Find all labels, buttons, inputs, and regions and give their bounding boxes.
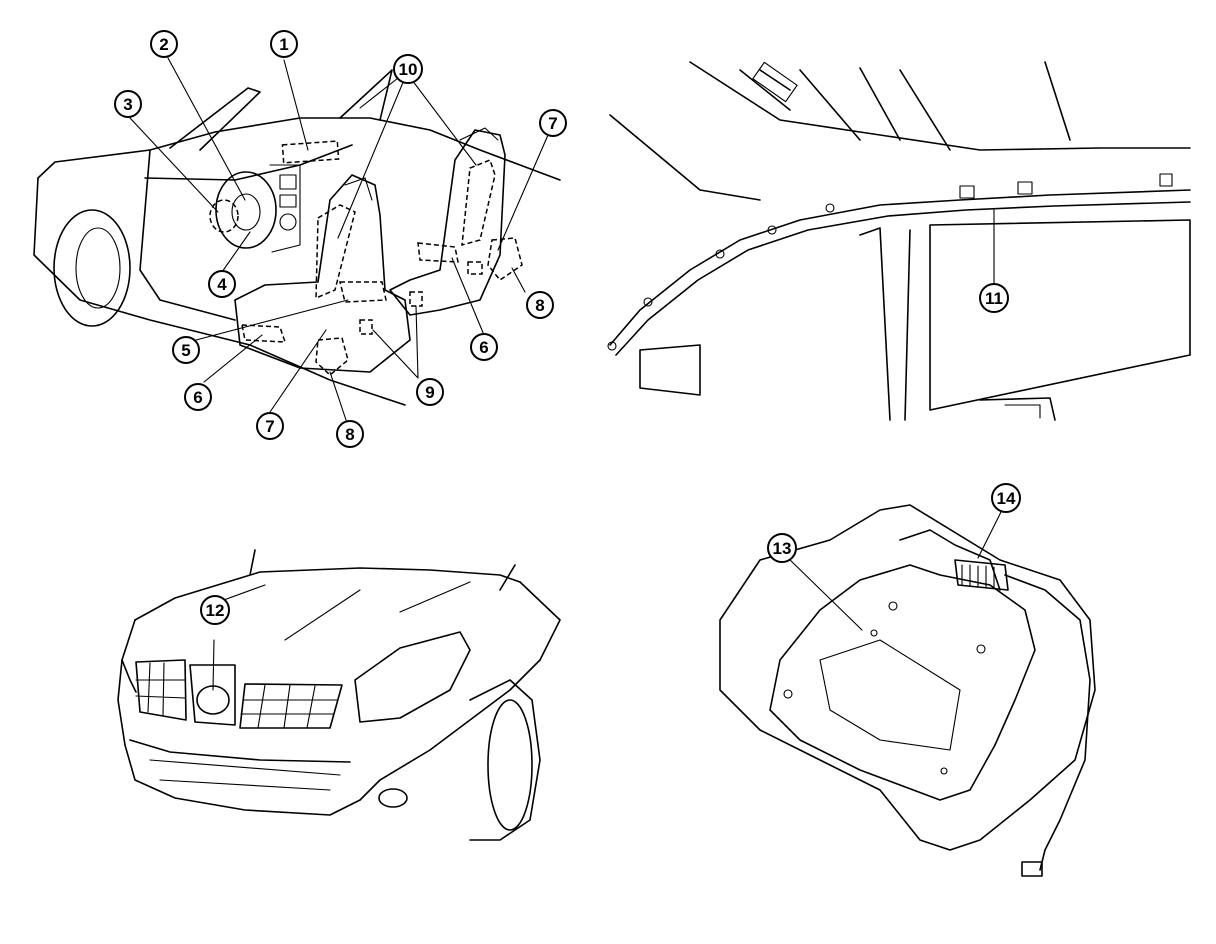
callout-2: 2 (150, 30, 178, 58)
callout-14: 14 (991, 483, 1021, 513)
callout-4: 4 (208, 270, 236, 298)
callout-7-left-label: 7 (265, 417, 274, 436)
callout-8-right-label: 8 (535, 296, 544, 315)
callout-7-right: 7 (539, 109, 567, 137)
front-exterior-view (117, 549, 561, 841)
callout-6-right: 6 (470, 333, 498, 361)
callout-2-label: 2 (159, 35, 168, 54)
callout-8-right: 8 (526, 291, 554, 319)
callout-12-label: 12 (206, 601, 225, 620)
callout-3: 3 (114, 90, 142, 118)
callout-11-label: 11 (985, 289, 1003, 308)
callout-7-left: 7 (256, 412, 284, 440)
callout-14-label: 14 (997, 489, 1016, 508)
callout-6-left: 6 (184, 383, 212, 411)
callout-1-label: 1 (279, 35, 288, 54)
callout-6-right-label: 6 (479, 338, 488, 357)
callout-1: 1 (270, 30, 298, 58)
callout-3-label: 3 (123, 95, 132, 114)
callout-10-label: 10 (399, 60, 418, 79)
callout-9: 9 (416, 378, 444, 406)
callout-9-label: 9 (425, 383, 434, 402)
callout-13: 13 (767, 533, 797, 563)
callout-8-left: 8 (336, 420, 364, 448)
callout-11: 11 (979, 283, 1009, 313)
callout-8-left-label: 8 (345, 425, 354, 444)
seat-occupant-sensor-view (719, 504, 1096, 877)
callout-4-label: 4 (217, 275, 227, 294)
callout-10: 10 (393, 54, 423, 84)
callout-6-left-label: 6 (193, 388, 202, 407)
callout-5-label: 5 (181, 341, 190, 360)
interior-cutaway-view (33, 57, 561, 421)
roof-curtain-airbag-view (607, 61, 1191, 421)
callout-5: 5 (172, 336, 200, 364)
callout-7-right-label: 7 (548, 114, 557, 133)
callout-12: 12 (200, 595, 230, 625)
callout-13-label: 13 (773, 539, 792, 558)
